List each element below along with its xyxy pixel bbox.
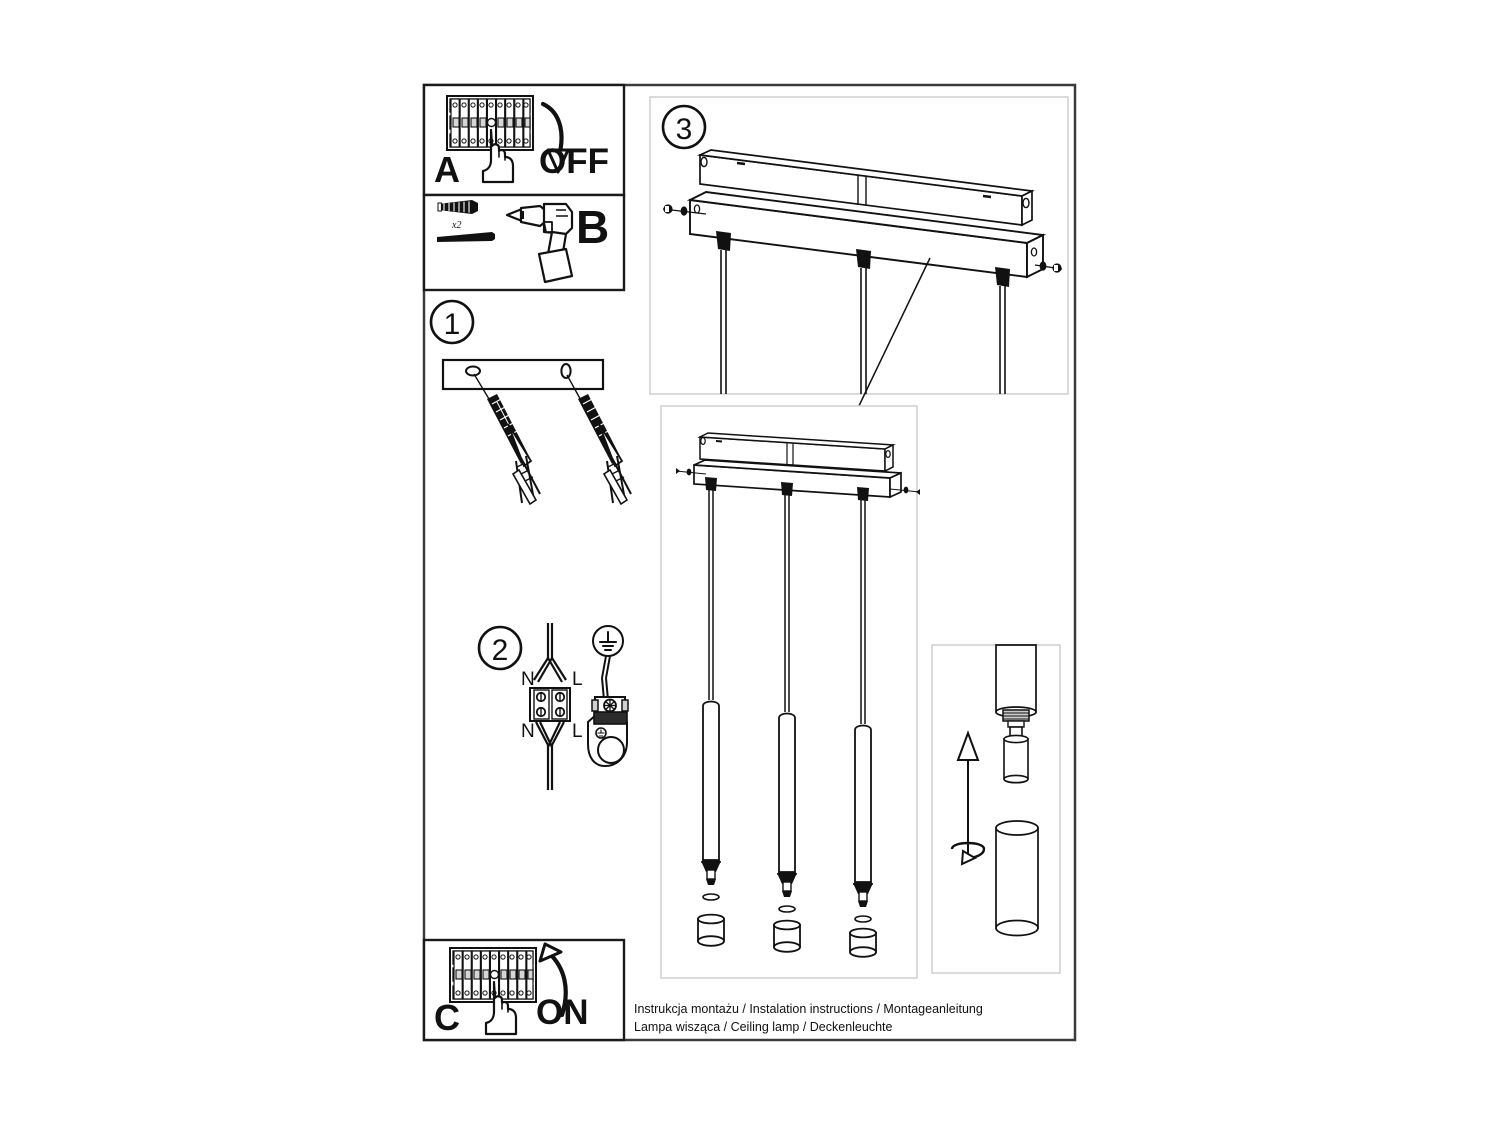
panel-b-label: B (576, 201, 609, 253)
cable-grommet-2 (856, 249, 871, 269)
wire-icon-upper (533, 623, 567, 683)
caption-line-1: Instrukcja montażu / Instalation instruc… (634, 1002, 983, 1016)
cable-grommet-3 (995, 267, 1010, 287)
pendant-3-tube (854, 724, 872, 883)
step-1: 1 (429, 299, 632, 506)
assembly-panel (660, 405, 921, 979)
rotate-arrow-icon (950, 841, 986, 866)
pendant-1-grommet (705, 477, 717, 491)
fixing-screw-icon-right (1034, 261, 1063, 273)
arrow-down-icon-a (540, 101, 570, 174)
cylinder-shade-icon-detail (995, 820, 1039, 937)
step-3-badge (661, 104, 707, 150)
earth-ground-symbol-icon (592, 625, 624, 657)
panel-a-label: A (434, 149, 460, 190)
pendant-2-ring (778, 905, 796, 913)
earth-clamp-icon (587, 696, 629, 768)
canopy-back-plate-icon-assembly (697, 432, 896, 473)
cable-grommet-1 (716, 231, 731, 251)
hand-pointing-icon-a (481, 128, 515, 184)
detail-tube-icon (995, 644, 1037, 718)
pendant-3-grommet (857, 487, 869, 501)
mounting-hole-left (465, 365, 481, 377)
expansion-anchor-icon-1 (473, 373, 541, 506)
panel-c-label: C (434, 997, 460, 1038)
step-1-badge (429, 299, 475, 345)
step-2: 2 N L N L (477, 623, 629, 790)
assembly-screw-left (675, 468, 707, 476)
panel-a-action-text: OFF (539, 142, 609, 181)
pendant-1-tube (702, 700, 720, 861)
panel-c-action-text: ON (536, 993, 589, 1032)
bulb-detail-panel (931, 644, 1061, 974)
arrow-up-icon-c (538, 942, 568, 1018)
step-2-label: 2 (492, 634, 509, 667)
pendant-2-tube (778, 712, 796, 873)
wall-plug-icon (437, 200, 478, 214)
power-drill-icon (505, 202, 574, 284)
mounting-hole-right (560, 363, 572, 379)
panel-c: C ON (422, 938, 626, 1042)
panel-b-quantity-label: x2 (451, 220, 461, 231)
screw-icon (437, 232, 495, 242)
breaker-panel-icon-a (446, 95, 534, 151)
assembly-screw-right (889, 486, 921, 495)
terminal-label-bottom-right: L (572, 721, 583, 742)
pendant-lamp-2 (773, 482, 801, 953)
expansion-anchor-icon-2 (566, 374, 632, 506)
wire-icon-lower (535, 721, 565, 790)
step-1-label: 1 (444, 308, 461, 341)
panel-a: A OFF (422, 83, 626, 197)
canopy-bar-icon-step3 (686, 191, 1047, 279)
step-2-badge (477, 625, 523, 671)
fixing-screw-icon-left (662, 204, 707, 216)
hand-pointing-icon-c (484, 980, 518, 1036)
canopy-back-plate-icon-step3 (696, 149, 1035, 227)
terminal-label-bottom-left: N (521, 721, 535, 742)
panel-b: x2 B (422, 193, 626, 292)
terminal-label-top-right: L (572, 669, 583, 690)
pendant-lamp-1 (697, 477, 725, 947)
pendant-lamp-3 (849, 487, 877, 958)
led-bulb-icon (1003, 726, 1029, 784)
pendant-3-ring (854, 915, 872, 923)
canopy-bar-icon-assembly (693, 459, 902, 499)
pendant-2-grommet (781, 482, 793, 496)
caption-line-2: Lampa wisząca / Ceiling lamp / Deckenleu… (634, 1020, 893, 1034)
terminal-block-icon (529, 687, 571, 722)
step-3-label: 3 (676, 113, 693, 146)
terminal-label-top-left: N (521, 669, 535, 690)
pendant-cable-group-step3 (716, 231, 1010, 394)
pendant-1-ring (702, 893, 720, 901)
step-3: 3 (649, 96, 1069, 395)
